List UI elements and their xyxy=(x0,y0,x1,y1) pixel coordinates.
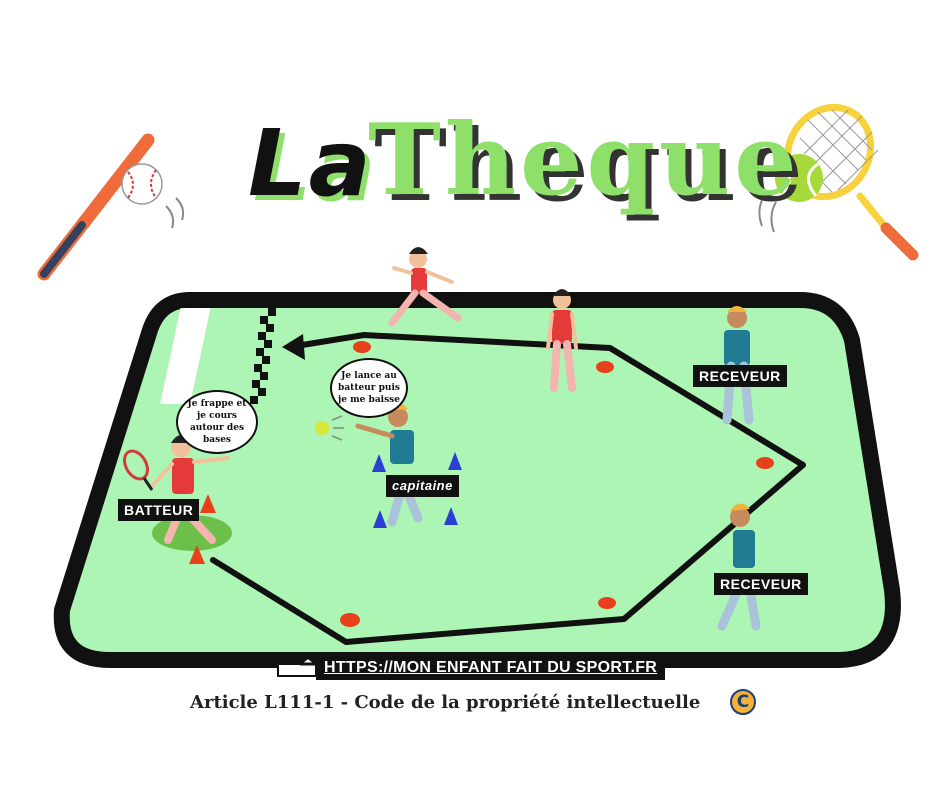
batter-label: BATTEUR xyxy=(118,499,200,521)
pitcher-cone xyxy=(444,507,458,525)
pitcher-cone xyxy=(448,452,462,470)
running-path xyxy=(210,332,806,645)
title-theque: Theque xyxy=(368,103,801,218)
pitcher-cone xyxy=(373,510,387,528)
baseball-icon xyxy=(121,163,185,229)
base-cone xyxy=(598,597,616,609)
base-player-figure xyxy=(546,289,578,392)
thrown-ball-icon xyxy=(315,415,344,441)
pitcher-cone xyxy=(372,454,386,472)
pitcher-figure xyxy=(355,403,423,527)
arrow-head-icon xyxy=(282,334,305,360)
captain-label: capitaine xyxy=(386,475,459,497)
base-cone xyxy=(353,341,371,353)
copyright-notice: Article L111-1 - Code de la propriété in… xyxy=(190,692,701,713)
copyright-icon: C xyxy=(730,689,756,715)
runner-figure xyxy=(388,247,462,327)
batter-racket-icon xyxy=(123,449,154,491)
title-la: La xyxy=(248,110,373,217)
pitcher-speech-bubble: Je lance au batteur puis je me baisse xyxy=(330,358,408,418)
base-cone xyxy=(340,613,360,627)
batter-speech-bubble: Je frappe et je cours autour des bases xyxy=(176,390,258,454)
receiver-figure xyxy=(717,503,761,631)
pitcher-cones xyxy=(372,452,462,528)
base-cones xyxy=(189,341,774,627)
receiver-label-1: RECEVEUR xyxy=(693,365,787,387)
base-cone xyxy=(200,494,216,513)
finish-line xyxy=(160,308,276,404)
base-cone xyxy=(189,545,205,564)
baseball-bat-icon xyxy=(37,133,155,281)
website-link[interactable]: HTTPS://MON ENFANT FAIT DU SPORT.FR xyxy=(316,656,666,680)
base-cone xyxy=(596,361,614,373)
base-cone xyxy=(756,457,774,469)
receiver-label-2: RECEVEUR xyxy=(714,573,808,595)
tennis-ball-icon xyxy=(758,154,823,233)
